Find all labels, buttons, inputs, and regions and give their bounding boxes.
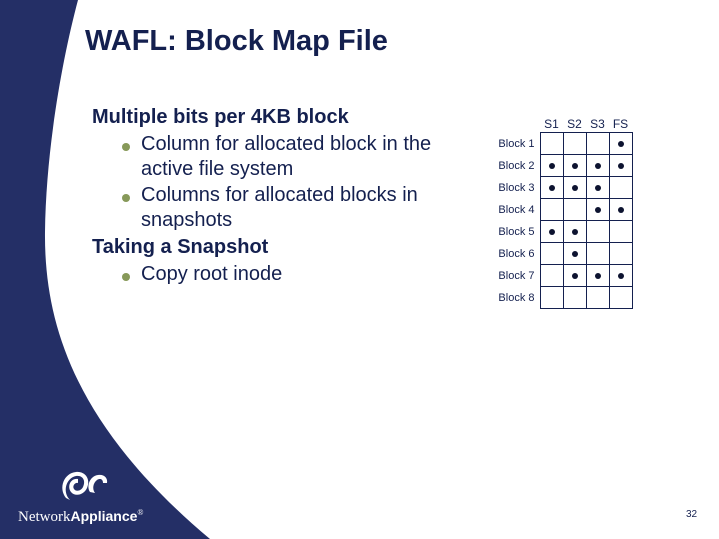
block-map-cell xyxy=(562,176,587,199)
row-label: Block 2 xyxy=(498,159,535,172)
bullet-text: Columns for allocated blocks in snapshot… xyxy=(141,184,418,231)
block-map-cell xyxy=(585,286,610,309)
column-header-s1: S1 xyxy=(544,117,559,131)
allocated-bit-icon xyxy=(571,228,578,235)
block-map-cell xyxy=(539,220,564,243)
table-row: Block 5 xyxy=(483,220,633,243)
block-map-cell xyxy=(585,176,610,199)
allocated-bit-icon xyxy=(571,184,578,191)
table-header-row: S1 S2 S3 FS xyxy=(483,116,632,133)
block-map-cell xyxy=(585,220,610,243)
bullet-icon xyxy=(122,194,130,202)
allocated-bit-icon xyxy=(571,272,578,279)
row-label: Block 4 xyxy=(498,203,535,216)
row-label: Block 5 xyxy=(498,225,535,238)
block-map-cell xyxy=(608,154,633,177)
allocated-bit-icon xyxy=(594,162,601,169)
block-map-cell xyxy=(585,154,610,177)
block-map-cell xyxy=(539,242,564,265)
block-map-cell xyxy=(608,264,633,287)
block-map-cell xyxy=(608,198,633,221)
allocated-bit-icon xyxy=(548,162,555,169)
block-map-cell xyxy=(562,242,587,265)
bullet-icon xyxy=(122,273,130,281)
column-header-s3: S3 xyxy=(590,117,605,131)
table-row: Block 8 xyxy=(483,286,633,309)
block-map-cell xyxy=(608,286,633,309)
bullet-text: Copy root inode xyxy=(141,263,283,285)
row-label: Block 7 xyxy=(498,269,535,282)
row-label: Block 1 xyxy=(498,137,535,150)
allocated-bit-icon xyxy=(571,250,578,257)
allocated-bit-icon xyxy=(548,184,555,191)
body-content: Multiple bits per 4KB block Column for a… xyxy=(92,104,472,288)
list-item: Copy root inode xyxy=(92,262,472,287)
bullet-text: Column for allocated block in the active… xyxy=(141,133,432,180)
block-map-table: S1 S2 S3 FS Block 1 Block 2 Block 3 Block 4… xyxy=(483,116,633,309)
table-body: Block 1 Block 2 Block 3 Block 4 Block 5 Block… xyxy=(483,132,633,309)
table-row: Block 2 xyxy=(483,154,633,177)
logo-wordmark: NetworkAppliance® xyxy=(18,508,143,526)
table-row: Block 1 xyxy=(483,132,633,155)
allocated-bit-icon xyxy=(617,272,624,279)
row-label: Block 6 xyxy=(498,247,535,260)
list-item: Column for allocated block in the active… xyxy=(92,132,472,182)
block-map-table-container: S1 S2 S3 FS Block 1 Block 2 Block 3 Block 4… xyxy=(483,116,633,309)
allocated-bit-icon xyxy=(617,162,624,169)
allocated-bit-icon xyxy=(617,140,624,147)
block-map-cell xyxy=(585,242,610,265)
row-label: Block 3 xyxy=(498,181,535,194)
allocated-bit-icon xyxy=(571,162,578,169)
allocated-bit-icon xyxy=(594,184,601,191)
logo-name-light: Network xyxy=(18,509,71,525)
table-row: Block 3 xyxy=(483,176,633,199)
block-map-cell xyxy=(539,176,564,199)
logo-name-bold: Appliance xyxy=(70,508,138,524)
block-map-cell xyxy=(585,132,610,155)
block-map-cell xyxy=(608,242,633,265)
network-appliance-logo: NetworkAppliance® xyxy=(18,470,178,530)
block-map-cell xyxy=(585,198,610,221)
allocated-bit-icon xyxy=(594,272,601,279)
page-number: 32 xyxy=(686,509,698,520)
allocated-bit-icon xyxy=(594,206,601,213)
block-map-cell xyxy=(539,286,564,309)
table-row: Block 6 xyxy=(483,242,633,265)
allocated-bit-icon xyxy=(548,228,555,235)
block-map-cell xyxy=(562,154,587,177)
allocated-bit-icon xyxy=(617,206,624,213)
page-title: WAFL: Block Map File xyxy=(85,25,388,57)
block-map-cell xyxy=(562,220,587,243)
block-map-cell xyxy=(585,264,610,287)
block-map-cell xyxy=(539,264,564,287)
section-heading-1: Multiple bits per 4KB block xyxy=(92,106,349,128)
block-map-cell xyxy=(562,132,587,155)
block-map-cell xyxy=(562,286,587,309)
block-map-cell xyxy=(562,198,587,221)
bullet-icon xyxy=(122,143,130,151)
block-map-cell xyxy=(539,154,564,177)
column-header-fs: FS xyxy=(612,117,629,131)
logo-mark-icon xyxy=(56,470,112,518)
block-map-cell xyxy=(539,198,564,221)
section-heading-2: Taking a Snapshot xyxy=(92,236,269,258)
block-map-cell xyxy=(562,264,587,287)
block-map-cell xyxy=(608,220,633,243)
row-label: Block 8 xyxy=(498,291,535,304)
table-row: Block 7 xyxy=(483,264,633,287)
table-corner-cell xyxy=(483,116,540,133)
column-header-s2: S2 xyxy=(567,117,582,131)
block-map-cell xyxy=(608,132,633,155)
list-item: Columns for allocated blocks in snapshot… xyxy=(92,183,472,233)
block-map-cell xyxy=(608,176,633,199)
logo-trademark: ® xyxy=(137,508,144,517)
block-map-cell xyxy=(539,132,564,155)
table-row: Block 4 xyxy=(483,198,633,221)
